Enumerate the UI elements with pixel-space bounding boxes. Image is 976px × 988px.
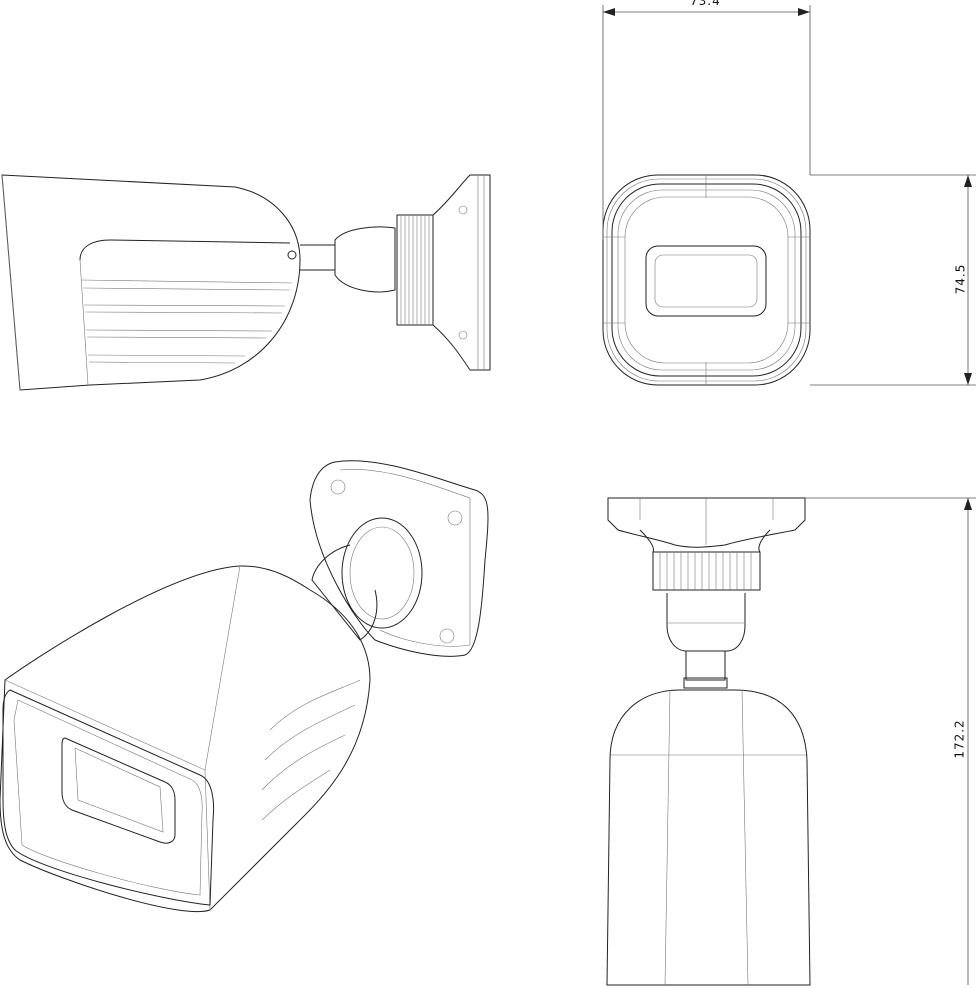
- width-dimension-label: 73.4: [690, 0, 721, 8]
- dimension-lines: [602, 5, 976, 985]
- length-dimension-label: 172.2: [952, 719, 967, 759]
- side-view: [1, 174, 491, 391]
- bottom-view: [606, 497, 811, 986]
- front-view: [602, 174, 811, 386]
- height-dimension-label: 74.5: [953, 263, 968, 295]
- isometric-view: [0, 460, 489, 912]
